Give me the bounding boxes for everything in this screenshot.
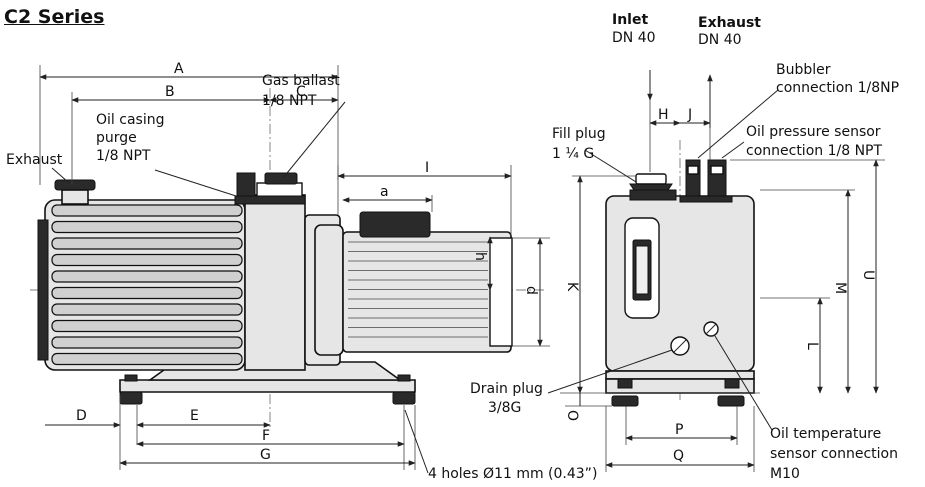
drain-plug-label-1: Drain plug [470,381,543,397]
dim-label-M: M [832,282,848,294]
oil-casing-label-2: purge [96,130,137,146]
cooling-fin [51,286,243,300]
foot-right [392,391,416,405]
cooling-fin [51,220,243,234]
dim-B: B [71,84,271,185]
bubbler-label-1: Bubbler [776,62,831,78]
gas-ballast-fitting [236,172,256,199]
dim-E: E [136,405,271,445]
cooling-fin [51,270,243,283]
dim-label-B: B [165,84,175,100]
cooling-fin [51,352,243,366]
foot-left [119,391,143,405]
dim-label-I: I [425,160,429,176]
oil-temp-label-3: M10 [770,466,800,482]
cooling-fin [51,253,243,267]
dim-label-A: A [174,61,184,77]
oil-temp-label-1: Oil temperature [770,426,881,442]
dim-label-h: h [472,252,488,261]
bubbler-label-2: connection 1/8NP [776,80,899,96]
motor [342,231,512,353]
gas-ballast-label-2: 1/8 NPT [262,93,317,109]
dim-A: A [39,61,339,185]
central-housing [244,194,306,371]
inlet-size: DN 40 [612,30,656,46]
cooling-fin [51,303,243,316]
holes-label: 4 holes Ø11 mm (0.43”) [428,466,597,482]
cooling-fins [51,204,243,366]
exhaust-label: Exhaust [6,152,63,168]
fill-plug-label-2: 1 ¼ G [552,146,594,162]
dim-label-U: U [860,270,876,280]
dim-label-C: C [296,84,306,100]
dim-label-J: J [687,107,692,123]
dim-label-K: K [564,282,580,292]
dim-label-F: F [262,428,270,444]
dim-I: I [337,160,512,235]
cooling-fin [51,204,243,217]
cooling-fin [51,319,243,333]
series-title: C2 Series [4,6,105,28]
dim-label-L: L [804,342,820,350]
side-view: A B C I a [6,61,597,482]
dim-D: D [45,395,121,470]
exhaust-end-size: DN 40 [698,32,742,48]
dim-label-D: D [76,408,87,424]
dim-label-H: H [658,107,669,123]
dim-h: h [472,236,493,291]
dim-label-G: G [260,447,271,463]
dim-label-E: E [190,408,199,424]
oil-casing-label-3: 1/8 NPT [96,148,151,164]
fill-plug [629,183,673,191]
motor-fins [348,241,488,338]
oil-casing-label-1: Oil casing [96,112,164,128]
cooling-fin [51,336,243,349]
cooling-fin [51,237,243,250]
dim-F: F [136,405,405,470]
end-view: H J K L M U O P [470,12,899,482]
fill-plug-label-1: Fill plug [552,126,606,142]
dim-label-a: a [380,184,389,200]
dim-label-O: O [564,410,580,421]
dim-C: C [269,84,339,103]
dim-a: a [342,184,433,212]
base-plate [119,379,416,393]
oil-pressure-label-2: connection 1/8 NPT [746,143,882,159]
exhaust-flange [54,179,96,191]
dim-label-d: d [523,286,539,295]
drain-plug-label-2: 3/8G [488,400,521,416]
gas-ballast-label-1: Gas ballast [262,73,340,89]
dim-label-P: P [675,422,683,438]
oil-pressure-label-1: Oil pressure sensor [746,124,881,140]
oil-temp-label-2: sensor connection [770,446,898,462]
dim-label-Q: Q [673,448,684,464]
inlet-label: Inlet [612,12,648,28]
exhaust-end-label: Exhaust [698,15,761,31]
dim-d: d [512,237,550,347]
